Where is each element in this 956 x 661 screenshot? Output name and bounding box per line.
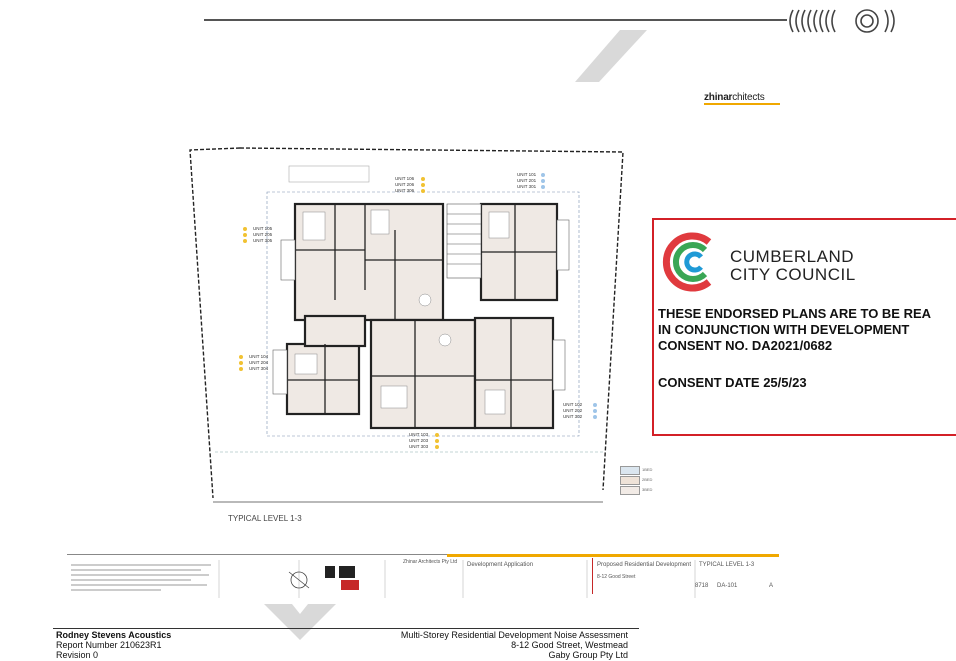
- legend-label-1bed: 1BED: [642, 467, 653, 472]
- svg-text:UNIT 101: UNIT 101: [517, 172, 537, 177]
- report-revision: Revision 0: [56, 650, 99, 660]
- drawing-title-block: Zhinar Architects Pty Ltd Development Ap…: [67, 554, 779, 602]
- legend-swatch-1bed: [620, 466, 640, 475]
- footer-left: Rodney Stevens Acoustics Report Number 2…: [56, 630, 171, 660]
- drawing-title: TYPICAL LEVEL 1-3: [699, 562, 755, 568]
- acoustics-logo-icon: [789, 9, 895, 33]
- svg-text:UNIT 301: UNIT 301: [517, 184, 537, 189]
- svg-text:UNIT 303: UNIT 303: [409, 444, 429, 449]
- legend-swatch-2bed: [620, 476, 640, 485]
- title-block-grid: [71, 560, 696, 598]
- endorsement-line3: CONSENT NO. DA2021/0682: [658, 338, 833, 353]
- endorsement-text: THESE ENDORSED PLANS ARE TO BE REA IN CO…: [658, 306, 956, 354]
- council-name-line1: CUMBERLAND: [730, 247, 855, 266]
- client-name: Gaby Group Pty Ltd: [548, 650, 628, 660]
- job-number: 8718: [695, 583, 709, 589]
- svg-text:UNIT 302: UNIT 302: [563, 414, 583, 419]
- council-logo-icon: [662, 232, 712, 292]
- architect-firm-name: Zhinar Architects Pty Ltd: [403, 559, 458, 565]
- consent-date: CONSENT DATE 25/5/23: [658, 375, 807, 390]
- council-name: CUMBERLAND CITY COUNCIL: [730, 248, 856, 284]
- svg-text:UNIT 204: UNIT 204: [249, 360, 269, 365]
- report-title: Multi-Storey Residential Development Noi…: [400, 630, 628, 640]
- chevron-decoration-icon: [575, 30, 647, 82]
- architect-logo: zhinarchitects: [704, 92, 765, 103]
- svg-text:UNIT 305: UNIT 305: [253, 238, 273, 243]
- endorsement-line2: IN CONJUNCTION WITH DEVELOPMENT: [658, 322, 910, 337]
- svg-text:UNIT 103: UNIT 103: [409, 432, 429, 437]
- architect-logo-underline: [704, 103, 780, 105]
- legend-label-2bed: 2BED: [642, 477, 653, 482]
- project-divider: [592, 558, 593, 594]
- project-address: 8-12 Good Street: [597, 574, 636, 580]
- footer-right: Multi-Storey Residential Development Noi…: [330, 630, 628, 660]
- legend-swatch-3bed: [620, 486, 640, 495]
- drawing-stage: Development Application: [467, 562, 534, 568]
- legend-label-3bed: 3BED: [642, 487, 653, 492]
- endorsement-line1: THESE ENDORSED PLANS ARE TO BE REA: [658, 306, 932, 321]
- chevron-down-icon: [264, 604, 336, 640]
- project-name: Proposed Residential Development: [597, 562, 692, 568]
- site-address: 8-12 Good Street, Westmead: [511, 640, 628, 650]
- report-number: Report Number 210623R1: [56, 640, 162, 650]
- svg-text:UNIT 106: UNIT 106: [395, 176, 415, 181]
- svg-text:UNIT 306: UNIT 306: [395, 188, 415, 193]
- svg-text:UNIT 203: UNIT 203: [409, 438, 429, 443]
- company-name: Rodney Stevens Acoustics: [56, 630, 172, 640]
- svg-text:UNIT 202: UNIT 202: [563, 408, 583, 413]
- svg-text:UNIT 205: UNIT 205: [253, 232, 273, 237]
- svg-text:UNIT 104: UNIT 104: [249, 354, 269, 359]
- svg-text:UNIT 105: UNIT 105: [253, 226, 273, 231]
- council-name-line2: CITY COUNCIL: [730, 265, 856, 284]
- svg-text:UNIT 201: UNIT 201: [517, 178, 537, 183]
- svg-text:UNIT 102: UNIT 102: [563, 402, 583, 407]
- title-block-accent: [447, 554, 779, 557]
- council-endorsement-stamp: CUMBERLAND CITY COUNCIL THESE ENDORSED P…: [652, 218, 956, 436]
- title-block-rule: [67, 554, 779, 555]
- svg-text:UNIT 304: UNIT 304: [249, 366, 269, 371]
- plan-title: TYPICAL LEVEL 1-3: [228, 514, 302, 523]
- svg-text:UNIT 206: UNIT 206: [395, 182, 415, 187]
- footer-rule: [53, 628, 639, 629]
- header-rule: [204, 19, 787, 21]
- drawing-revision: A: [769, 583, 774, 589]
- drawing-number: DA-101: [717, 583, 738, 589]
